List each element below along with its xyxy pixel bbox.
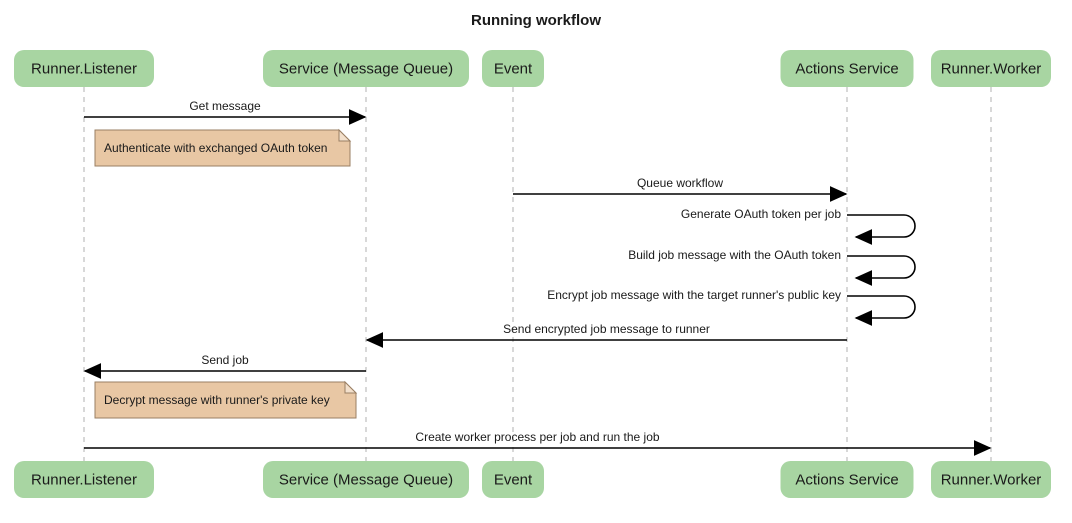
message-queue-workflow[interactable]: Queue workflow	[513, 176, 848, 202]
lifelines-group	[83, 87, 992, 461]
message-label: Queue workflow	[637, 176, 723, 190]
actor-label: Runner.Worker	[941, 61, 1042, 78]
page-title: Running workflow	[471, 12, 601, 29]
message-generate-oauth-token-per-job[interactable]: Generate OAuth token per job	[681, 207, 916, 245]
actor-box	[14, 50, 154, 87]
actor-box	[931, 50, 1051, 87]
actor-box	[780, 461, 914, 498]
message-label: Send job	[201, 353, 249, 367]
actor-label: Runner.Worker	[941, 472, 1042, 489]
note-decrypt: Decrypt message with runner's private ke…	[94, 380, 358, 419]
note-fold-corner-icon	[338, 128, 352, 142]
message-build-job-message-with-the-oauth-token[interactable]: Build job message with the OAuth token	[628, 248, 916, 286]
actor-event-bottom[interactable]: Event	[482, 461, 544, 498]
note-fold-corner-icon	[344, 380, 358, 394]
message-label: Create worker process per job and run th…	[415, 430, 659, 444]
actor-box	[14, 461, 154, 498]
actor-label: Actions Service	[795, 472, 898, 489]
actor-label: Runner.Listener	[31, 61, 137, 78]
actor-label: Runner.Listener	[31, 472, 137, 489]
actor-box	[263, 461, 469, 498]
message-get-message[interactable]: Get message	[84, 99, 367, 125]
actor-box	[780, 50, 914, 87]
self-loop-line	[847, 255, 916, 286]
actor-runner-listener-bottom[interactable]: Runner.Listener	[14, 461, 154, 498]
message-send-encrypted-job-message-to-runner[interactable]: Send encrypted job message to runner	[365, 322, 847, 348]
actor-box	[482, 50, 544, 87]
actor-label: Actions Service	[795, 61, 898, 78]
note-authenticate: Authenticate with exchanged OAuth token	[94, 128, 352, 167]
actor-label: Service (Message Queue)	[279, 472, 453, 489]
actor-service-message-queue-bottom[interactable]: Service (Message Queue)	[263, 461, 469, 498]
actor-label: Event	[494, 472, 533, 489]
message-encrypt-job-message-with-the-target-runners-public-key[interactable]: Encrypt job message with the target runn…	[547, 288, 916, 326]
message-label: Encrypt job message with the target runn…	[547, 288, 841, 302]
actor-runner-worker-top[interactable]: Runner.Worker	[931, 50, 1051, 87]
message-label: Build job message with the OAuth token	[628, 248, 841, 262]
message-label: Get message	[189, 99, 261, 113]
actor-box	[931, 461, 1051, 498]
actor-label: Event	[494, 61, 533, 78]
self-loop-line	[847, 214, 916, 245]
note-label: Authenticate with exchanged OAuth token	[104, 141, 327, 155]
actor-runner-listener-top[interactable]: Runner.Listener	[14, 50, 154, 87]
message-create-worker-process-per-job-and-run-the-job[interactable]: Create worker process per job and run th…	[84, 430, 992, 456]
notes-group: Authenticate with exchanged OAuth tokenD…	[94, 128, 358, 419]
message-label: Generate OAuth token per job	[681, 207, 841, 221]
actor-label: Service (Message Queue)	[279, 61, 453, 78]
actor-event-top[interactable]: Event	[482, 50, 544, 87]
note-body	[94, 381, 357, 419]
actor-runner-worker-bottom[interactable]: Runner.Worker	[931, 461, 1051, 498]
actor-actions-service-bottom[interactable]: Actions Service	[780, 461, 914, 498]
self-loop-line	[847, 295, 916, 326]
actor-service-message-queue-top[interactable]: Service (Message Queue)	[263, 50, 469, 87]
note-body	[94, 129, 351, 167]
actor-box	[263, 50, 469, 87]
note-label: Decrypt message with runner's private ke…	[104, 393, 330, 407]
actor-actions-service-top[interactable]: Actions Service	[780, 50, 914, 87]
message-send-job[interactable]: Send job	[83, 353, 366, 379]
actor-box	[482, 461, 544, 498]
message-label: Send encrypted job message to runner	[503, 322, 710, 336]
